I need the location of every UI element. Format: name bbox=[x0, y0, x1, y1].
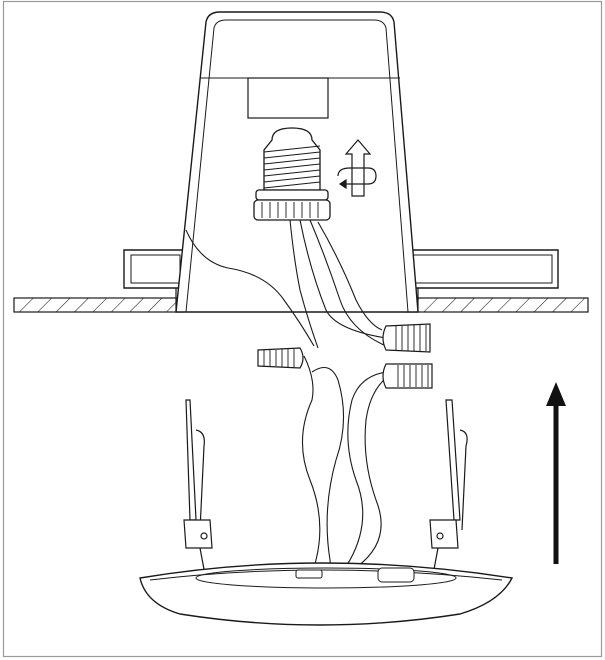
wire-nut-left bbox=[257, 347, 304, 369]
mounting-spring-clips bbox=[183, 399, 468, 581]
wire-nut-connectors bbox=[257, 323, 433, 389]
bulb-socket bbox=[253, 127, 331, 221]
recessed-can-housing bbox=[123, 11, 559, 313]
ceiling-cross-section bbox=[13, 297, 589, 313]
rotate-out-icon bbox=[337, 139, 377, 197]
upward-arrow-icon bbox=[546, 382, 566, 564]
wire-nut-right-top bbox=[382, 323, 431, 353]
spring-clip-left bbox=[183, 399, 213, 581]
disc-light-fixture bbox=[139, 562, 514, 626]
spring-clip-right bbox=[429, 399, 468, 581]
wire-nut-right-bottom bbox=[382, 363, 433, 389]
